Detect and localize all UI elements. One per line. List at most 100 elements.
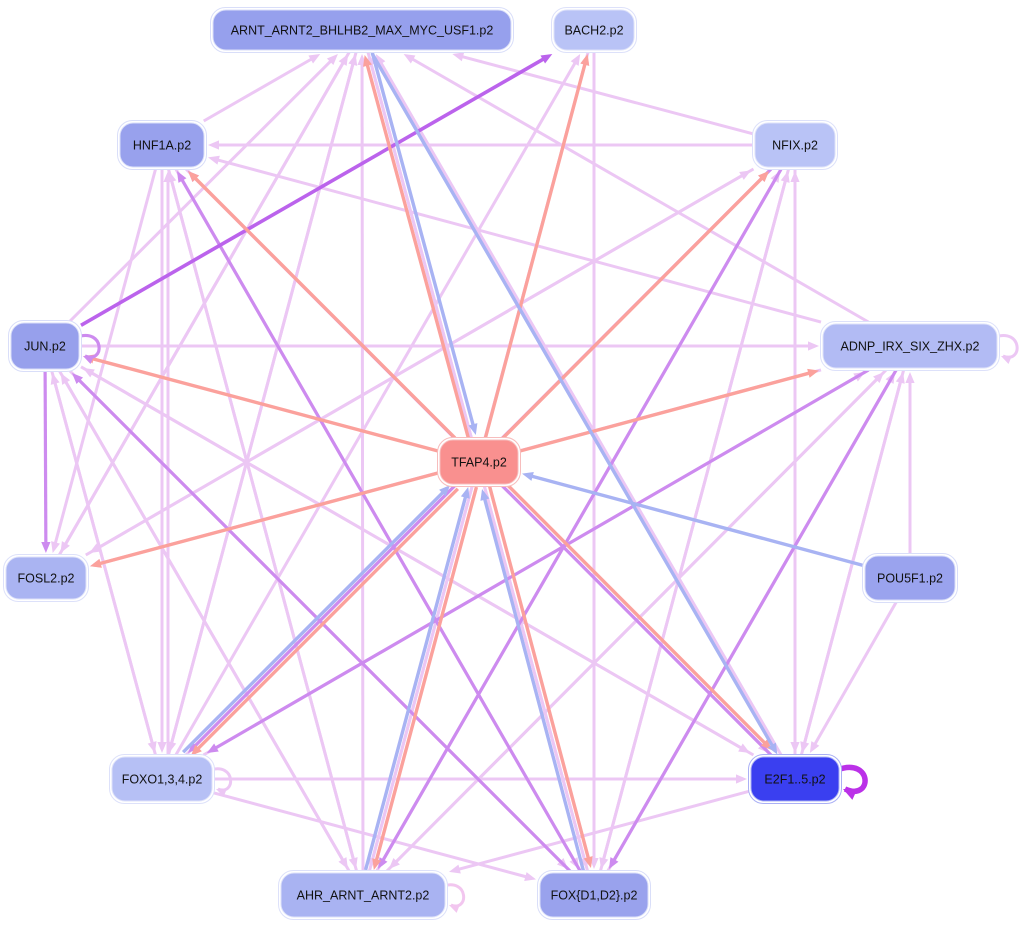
arrowhead-tfap4-ahr — [372, 858, 382, 871]
node-box-nfix — [754, 122, 836, 168]
edge-e2f-ahr — [454, 789, 750, 872]
edge-ahr-arnt — [360, 59, 365, 872]
edge-hnf1a-arnt — [202, 55, 316, 123]
arrowhead-foxo-e2f — [736, 774, 747, 784]
edge-adnp-e2f — [801, 369, 906, 748]
node-box-hnf1a — [119, 122, 205, 168]
arrowhead-adnp-ahr — [388, 857, 400, 869]
edge-tfap4-e2f — [504, 481, 769, 748]
arrowhead-tfap4-bach2 — [580, 54, 590, 66]
node-label-tfap4: TFAP4.p2 — [451, 456, 507, 470]
arrowhead-foxd-jun — [72, 373, 84, 385]
node-adnp[interactable]: ADNP_IRX_SIX_ZHX.p2 — [820, 321, 1000, 371]
self-loop-arrowhead-adnp — [1001, 355, 1012, 364]
edge-tfap4-hnf1a — [191, 174, 457, 440]
edge-pou5f1-e2f — [811, 601, 898, 749]
arrowhead-nfix-foxd — [599, 857, 609, 869]
arrowhead-e2f-ahr — [449, 864, 461, 874]
arrowhead-jun-fosl2 — [41, 541, 51, 553]
arrowhead-jun-e2f — [738, 743, 750, 753]
edge-adnp-foxd — [610, 369, 898, 865]
arrowhead-adnp-foxd — [608, 857, 619, 869]
edge-ahr-tfap4 — [363, 492, 469, 871]
arrowhead-adnp-e2f — [800, 741, 810, 753]
self-loop-arrowhead-jun — [83, 355, 94, 364]
arrowhead-arnt-e2f — [767, 742, 778, 755]
node-box-adnp — [822, 323, 998, 369]
arrowhead-foxo-bach2 — [570, 54, 581, 66]
edge-nfix-fosl2 — [93, 167, 755, 552]
node-fosl2[interactable]: FOSL2.p2 — [3, 554, 89, 602]
edge-pou5f1-tfap4 — [527, 473, 864, 567]
node-box-ahr — [280, 872, 446, 918]
node-foxd[interactable]: FOX{D1,D2}.p2 — [537, 870, 651, 920]
arrowhead-nfix-ahr — [377, 857, 388, 869]
arrowhead-adnp-arnt — [403, 54, 416, 64]
node-label-foxd: FOX{D1,D2}.p2 — [551, 889, 638, 903]
node-pou5f1[interactable]: POU5F1.p2 — [862, 553, 958, 603]
arrowhead-tfap4-nfix — [758, 171, 770, 183]
edge-adnp-arnt — [408, 55, 870, 324]
edge-tfap4-adnp — [519, 370, 814, 453]
edge-adnp-foxo — [211, 368, 870, 752]
node-nfix[interactable]: NFIX.p2 — [752, 120, 838, 170]
node-bach2[interactable]: BACH2.p2 — [551, 7, 637, 53]
node-e2f[interactable]: E2F1..5.p2 — [748, 754, 842, 804]
node-jun[interactable]: JUN.p2 — [8, 320, 82, 372]
edge-tfap4-ahr — [373, 486, 479, 865]
edge-arnt-e2f — [370, 52, 776, 751]
edge-tfap4-arnt — [364, 60, 471, 440]
arrowhead-pou5f1-tfap4 — [522, 471, 534, 481]
edge-jun-ahr — [58, 370, 347, 865]
node-label-nfix: NFIX.p2 — [772, 139, 818, 153]
arrowhead-adnp-foxo — [206, 743, 219, 753]
edge-tfap4-foxd — [487, 484, 592, 863]
arrowhead-tfap4-foxd — [583, 856, 593, 868]
arrowhead-tfap4-adnp — [807, 368, 819, 378]
edge-jun-bach2 — [80, 55, 549, 327]
node-box-e2f — [750, 756, 840, 802]
arrowhead-arnt-fosl2 — [60, 541, 70, 553]
node-label-arnt: ARNT_ARNT2_BHLHB2_MAX_MYC_USF1.p2 — [231, 24, 494, 38]
arrowhead-pou5f1-e2f — [809, 741, 820, 753]
self-loop-arrowhead-e2f — [843, 788, 858, 800]
node-label-ahr: AHR_ARNT_ARNT2.p2 — [297, 889, 430, 903]
node-box-foxd — [539, 872, 649, 918]
edge-tfap4-jun — [88, 356, 439, 453]
arrowhead-jun-adnp — [808, 341, 819, 351]
arrowhead-jun-foxo — [147, 741, 157, 753]
edge-arnt-fosl2 — [62, 51, 351, 549]
arrowhead-nfix-arnt — [452, 52, 465, 62]
arrowhead-adnp-hnf1a — [208, 155, 220, 165]
node-box-jun — [10, 322, 80, 370]
edge-hnf1a-ahr — [166, 168, 356, 864]
node-arnt[interactable]: ARNT_ARNT2_BHLHB2_MAX_MYC_USF1.p2 — [210, 7, 514, 53]
arrowhead-tfap4-arnt — [363, 55, 372, 67]
edge-foxo-bach2 — [174, 58, 579, 756]
node-box-pou5f1 — [864, 555, 956, 601]
arrowhead-nfix-hnf1a — [208, 140, 219, 150]
node-box-foxo — [111, 756, 213, 802]
edge-adnp-hnf1a — [213, 157, 822, 324]
arrowhead-nfix-e2f — [790, 742, 800, 753]
edge-jun-arnt — [69, 57, 335, 323]
edge-nfix-ahr — [379, 168, 783, 865]
arrowhead-foxo-foxd — [524, 872, 536, 882]
arrowhead-jun-arnt — [326, 54, 338, 66]
node-tfap4[interactable]: TFAP4.p2 — [437, 437, 521, 487]
node-hnf1a[interactable]: HNF1A.p2 — [117, 120, 207, 170]
arrowhead-arnt-tfap4 — [468, 423, 478, 435]
node-label-adnp: ADNP_IRX_SIX_ZHX.p2 — [841, 340, 980, 354]
node-ahr[interactable]: AHR_ARNT_ARNT2.p2 — [278, 870, 448, 920]
node-box-bach2 — [553, 9, 635, 51]
edge-foxd-tfap4 — [481, 494, 586, 873]
arrowhead-arnt-foxo — [167, 741, 177, 753]
node-foxo[interactable]: FOXO1,3,4.p2 — [109, 754, 215, 804]
arrowhead-hnf1a-fosl2 — [51, 541, 60, 553]
edge-tfap4-foxo — [193, 487, 460, 753]
edge-nfix-foxd — [601, 168, 791, 864]
edge-tfap4-fosl2 — [95, 471, 439, 567]
edge-jun-fosl2 — [43, 370, 48, 548]
node-box-tfap4 — [439, 439, 519, 485]
